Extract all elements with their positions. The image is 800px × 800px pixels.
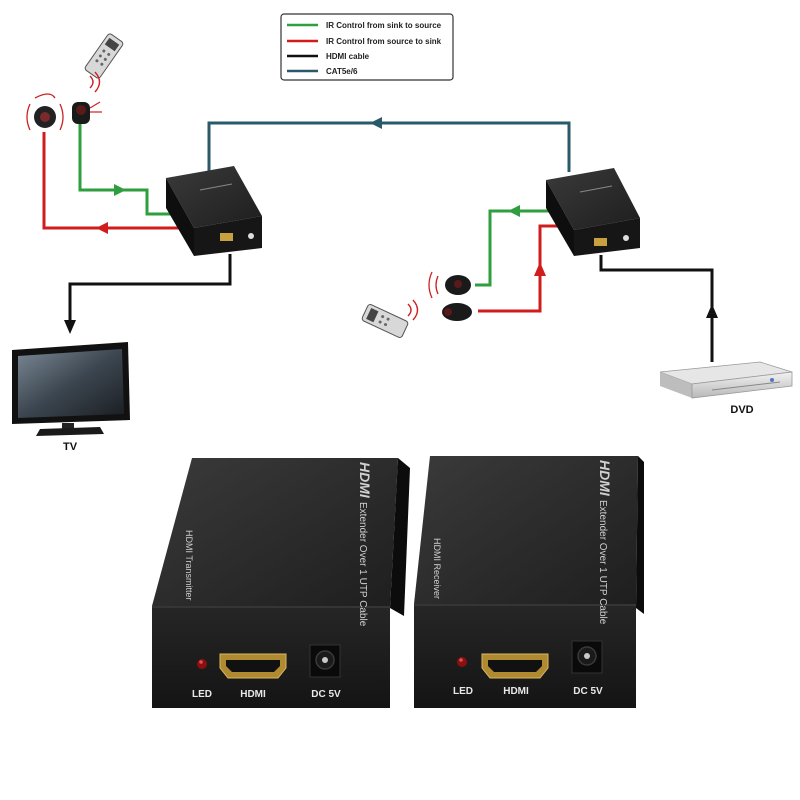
hdmi-cable-tv-arrow [64,320,76,334]
transmitter-dc-label: DC 5V [311,689,341,700]
ir-green-left-arrow [114,184,126,196]
transmitter-unit-small [166,166,262,256]
legend-label-sink-to-source: IR Control from sink to source [326,21,442,30]
ir-emitter-right-icon [428,271,471,299]
ir-green-right [475,209,563,287]
receiver-dc-jack-icon [571,640,603,674]
ir-red-left [42,132,185,230]
receiver-hdmi-port-icon [481,653,549,679]
legend-label-cat5e: CAT5e/6 [326,67,358,76]
remote-control-right-icon [361,304,409,338]
receiver-model-text: HDMI Receiver [432,538,442,599]
legend-label-hdmi-cable: HDMI cable [326,52,370,61]
cat-cable-arrow [370,117,382,129]
receiver-hdmi-label: HDMI [503,686,529,697]
dvd-label: DVD [730,404,753,416]
ir-emitter-icon [26,93,64,131]
dvd-player-icon [659,361,793,399]
transmitter-unit-large: HDMI Extender Over 1 UTP Cable HDMI Tran… [152,458,410,708]
ir-red-right-arrow [534,262,546,276]
remote-control-icon [84,33,124,79]
hdmi-cable-dvd-arrow [706,304,718,318]
receiver-dc-label: DC 5V [573,686,603,697]
ir-green-left [78,122,185,216]
hdmi-cable-dvd [599,255,714,362]
cables [42,117,718,362]
ir-receiver-icon [72,101,102,124]
ir-signal-waves-right-icon [407,299,419,321]
ir-signal-waves-icon [89,71,101,93]
transmitter-hdmi-port-icon [219,653,287,679]
ir-green-right-arrow [508,205,520,217]
receiver-led-icon [457,657,467,667]
hdmi-cable-tv [68,254,232,330]
transmitter-model-text: HDMI Transmitter [184,530,194,601]
ir-red-left-arrow [96,222,108,234]
receiver-brand-logo: HDMI [597,460,613,497]
transmitter-led-label: LED [192,689,212,700]
transmitter-dc-jack-icon [309,644,341,678]
receiver-side-text: Extender Over 1 UTP Cable [597,500,608,625]
cat-cable [207,121,571,172]
receiver-led-label: LED [453,686,473,697]
legend: IR Control from sink to source IR Contro… [280,13,454,81]
transmitter-side-text: Extender Over 1 UTP Cable [357,502,368,627]
receiver-unit-small [546,168,640,256]
tv-label: TV [63,441,78,453]
transmitter-led-icon [197,659,207,669]
tv-icon [12,342,130,436]
receiver-unit-large: HDMI Extender Over 1 UTP Cable HDMI Rece… [414,456,644,708]
transmitter-brand-logo: HDMI [357,462,373,499]
transmitter-hdmi-label: HDMI [240,689,266,700]
legend-label-source-to-sink: IR Control from source to sink [326,37,442,46]
ir-receiver-right-icon [442,303,472,321]
